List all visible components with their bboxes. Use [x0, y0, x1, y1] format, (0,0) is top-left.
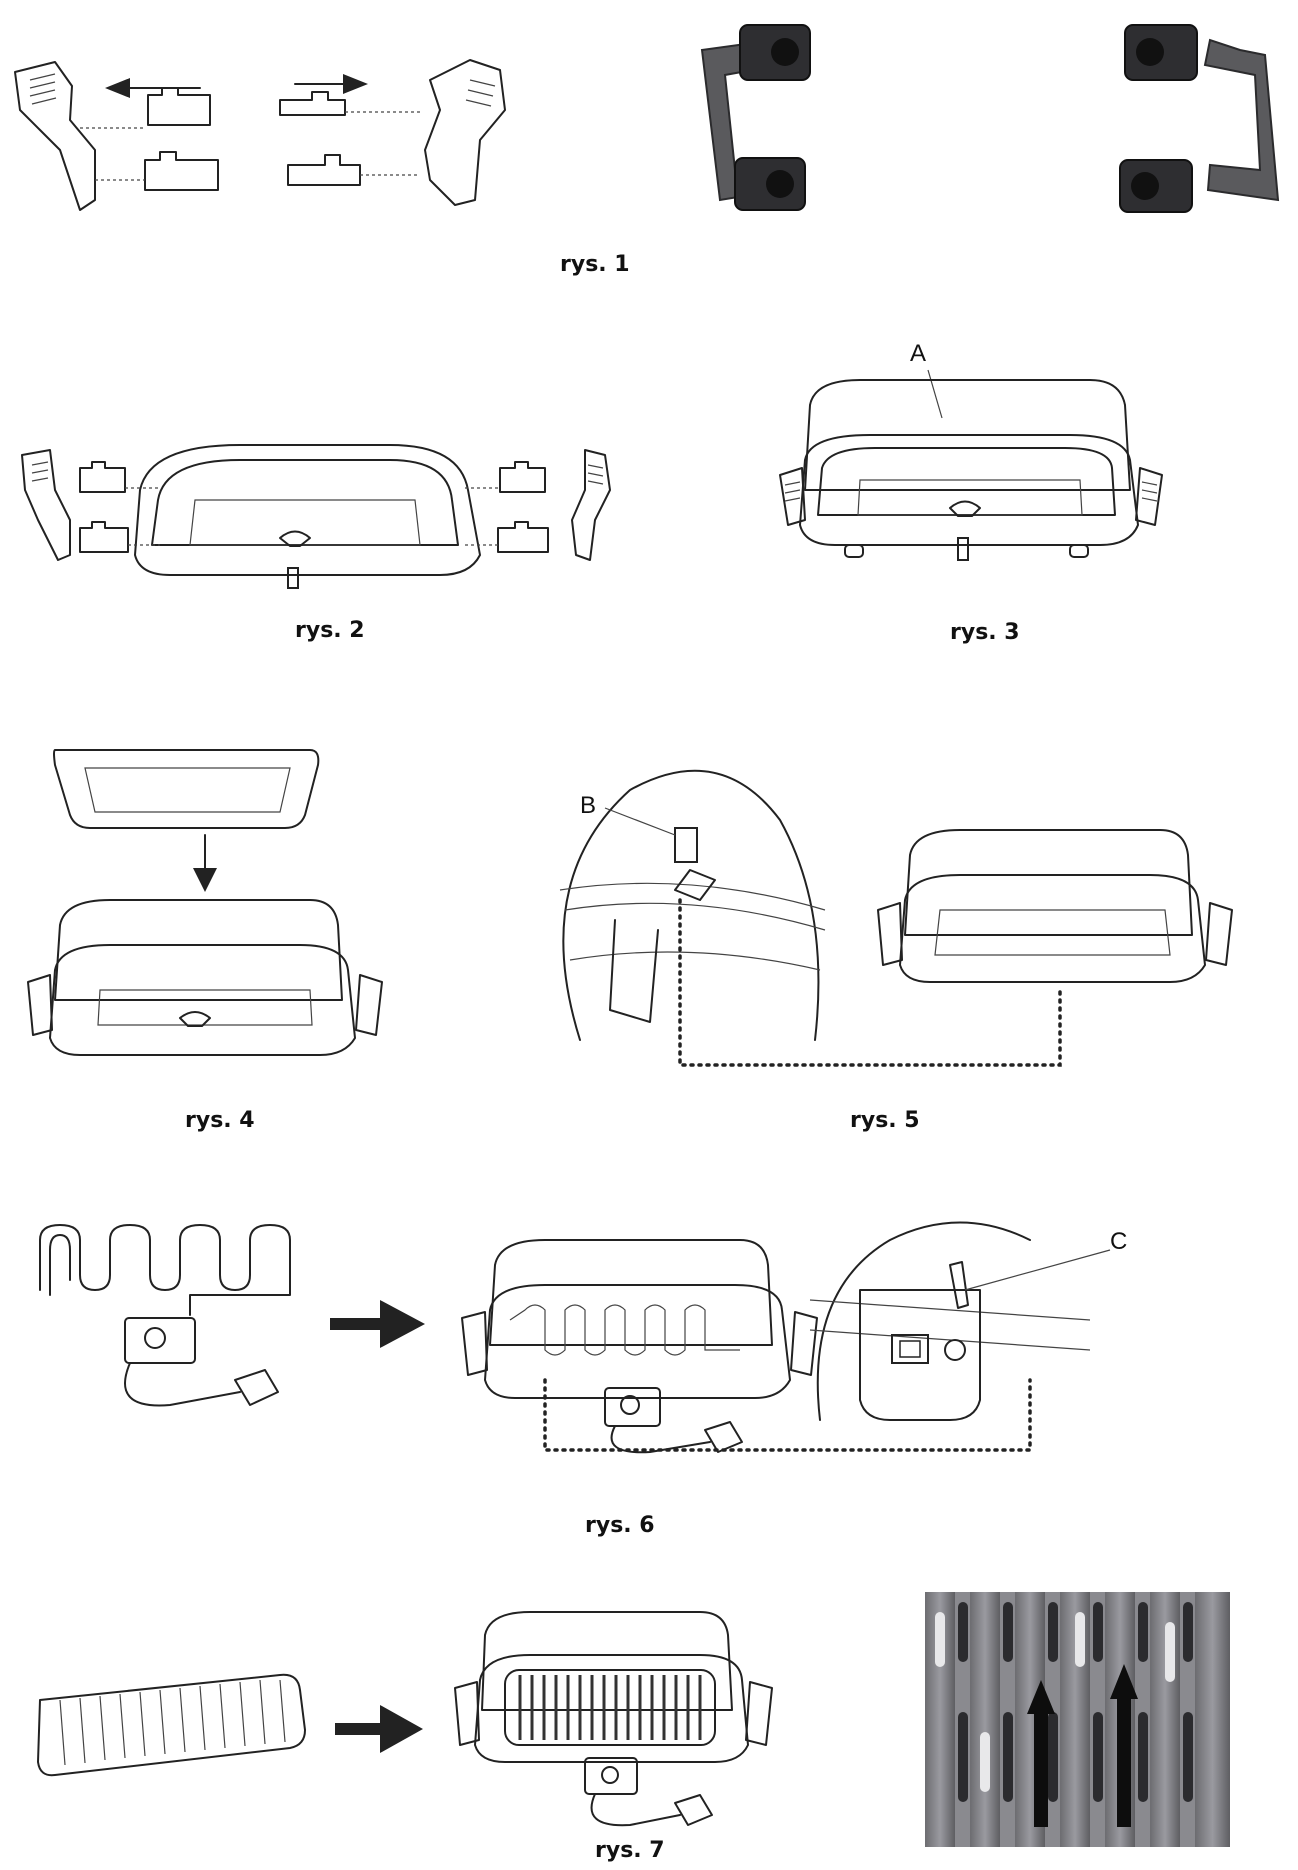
figure-caption: rys. 1	[560, 252, 630, 277]
figure-1: rys. 1	[0, 0, 1298, 280]
figure-7: rys. 7	[0, 1590, 1298, 1870]
callout-label-b: B	[580, 792, 597, 819]
arrow-icon	[335, 1705, 423, 1753]
legs-photo	[700, 24, 1280, 213]
drip-tray-insertion-drawing	[27, 749, 383, 1056]
figure-3: A rys. 3	[760, 330, 1180, 660]
figure-6: C rys. 6	[0, 1200, 1298, 1560]
heating-element-icon	[39, 1224, 291, 1407]
grate-orientation-photo	[925, 1592, 1230, 1847]
callout-label-c: C	[1110, 1228, 1128, 1255]
figure-4: rys. 4	[0, 720, 420, 1140]
plug-icon	[234, 1369, 279, 1406]
grill-with-heating-element-drawing	[461, 1239, 818, 1454]
figure-caption: rys. 5	[850, 1108, 920, 1133]
grill-grate-drawing	[37, 1673, 306, 1777]
base-assembly-drawing	[21, 444, 611, 589]
figure-caption: rys. 6	[585, 1513, 655, 1538]
figure-2: rys. 2	[0, 340, 640, 660]
windshield-assembly-drawing	[779, 369, 1163, 561]
grill-with-grate-drawing	[454, 1611, 773, 1827]
callout-label-a: A	[910, 340, 927, 367]
figure-caption: rys. 3	[950, 620, 1020, 645]
figure-caption: rys. 4	[185, 1108, 255, 1133]
leg-assembly-left-drawing	[14, 59, 506, 211]
figure-5: B rys. 5	[540, 760, 1280, 1140]
arrow-icon	[330, 1300, 425, 1348]
figure-caption: rys. 7	[595, 1838, 665, 1863]
tray-fastening-drawing	[559, 769, 1233, 1067]
arrow-icon	[1027, 1664, 1138, 1827]
figure-caption: rys. 2	[295, 618, 365, 643]
dotted-connector	[543, 1378, 1032, 1452]
socket-detail-drawing	[809, 1221, 1111, 1421]
